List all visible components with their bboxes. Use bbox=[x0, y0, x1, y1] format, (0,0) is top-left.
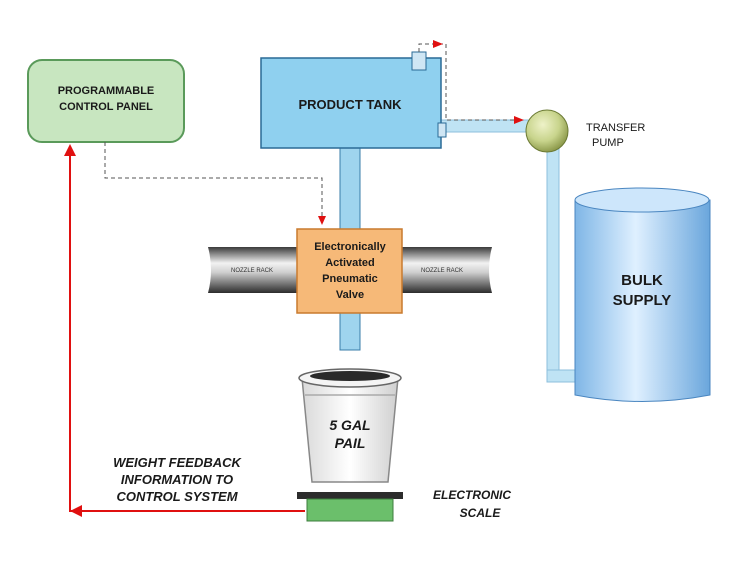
pump-down-pipe bbox=[546, 147, 560, 381]
sensor-top-arrowhead bbox=[433, 40, 443, 48]
nozzle-rack-left-label: NOZZLE RACK bbox=[231, 268, 273, 274]
feedback-label-line1: WEIGHT FEEDBACK bbox=[113, 455, 242, 470]
control-panel: PROGRAMMABLE CONTROL PANEL bbox=[27, 59, 185, 143]
control-panel-box bbox=[27, 59, 185, 143]
valve-label-line3: Pneumatic bbox=[322, 273, 378, 285]
feedback-label-line3: CONTROL SYSTEM bbox=[116, 489, 238, 504]
valve-box bbox=[296, 228, 403, 314]
product-tank-body bbox=[260, 57, 442, 149]
control-panel-label-line2: CONTROL PANEL bbox=[59, 101, 153, 113]
nozzle-rack-right-label: NOZZLE RACK bbox=[421, 268, 463, 274]
sensor-to-pump-arrowhead bbox=[514, 116, 524, 124]
bulk-inlet-pipe bbox=[546, 369, 580, 383]
control-panel-label-line1: PROGRAMMABLE bbox=[58, 85, 155, 97]
panel-to-valve-signal bbox=[104, 142, 323, 222]
feedback-up-arrowhead bbox=[64, 144, 76, 156]
scale-label-line1: ELECTRONIC bbox=[433, 488, 511, 502]
feedback-left-arrowhead bbox=[70, 505, 82, 517]
feedback-label-line2: INFORMATION TO bbox=[121, 472, 233, 487]
pail-lid bbox=[310, 371, 390, 381]
bulk-supply-body bbox=[574, 199, 711, 402]
sensor-to-pump-signal bbox=[418, 43, 520, 121]
nozzle-rack: NOZZLE RACK NOZZLE RACK bbox=[208, 247, 492, 293]
bulk-supply-top bbox=[574, 187, 710, 213]
bulk-supply-label-line1: BULK bbox=[621, 272, 663, 289]
tank-level-sensor bbox=[411, 51, 427, 71]
pneumatic-valve: Electronically Activated Pneumatic Valve bbox=[296, 228, 403, 314]
signal-lines bbox=[64, 40, 524, 517]
bulk-supply: BULK SUPPLY bbox=[574, 187, 711, 402]
pump-label-line1: TRANSFER bbox=[586, 122, 645, 134]
nozzle-rack-right bbox=[400, 247, 492, 293]
pump-body bbox=[525, 109, 569, 153]
scale-label-line2: SCALE bbox=[460, 506, 502, 520]
transfer-pump: TRANSFER PUMP bbox=[525, 109, 645, 153]
scale-platform bbox=[297, 492, 403, 499]
product-tank: PRODUCT TANK bbox=[260, 51, 447, 149]
pail: 5 GAL PAIL bbox=[298, 368, 402, 483]
tank-side-outlet bbox=[437, 122, 447, 138]
product-tank-label: PRODUCT TANK bbox=[298, 97, 402, 112]
pail-label-line1: 5 GAL bbox=[329, 417, 370, 433]
bulk-supply-label-line2: SUPPLY bbox=[613, 292, 672, 309]
pump-label-line2: PUMP bbox=[592, 137, 624, 149]
valve-label-line1: Electronically bbox=[314, 241, 386, 253]
panel-to-valve-arrowhead bbox=[318, 216, 326, 225]
nozzle-rack-left bbox=[208, 247, 300, 293]
electronic-scale: ELECTRONIC SCALE bbox=[297, 488, 511, 522]
valve-label-line2: Activated bbox=[325, 257, 375, 269]
valve-label-line4: Valve bbox=[336, 289, 364, 301]
pail-label-line2: PAIL bbox=[335, 435, 366, 451]
scale-base bbox=[306, 498, 394, 522]
weight-feedback-label: WEIGHT FEEDBACK INFORMATION TO CONTROL S… bbox=[113, 455, 242, 504]
